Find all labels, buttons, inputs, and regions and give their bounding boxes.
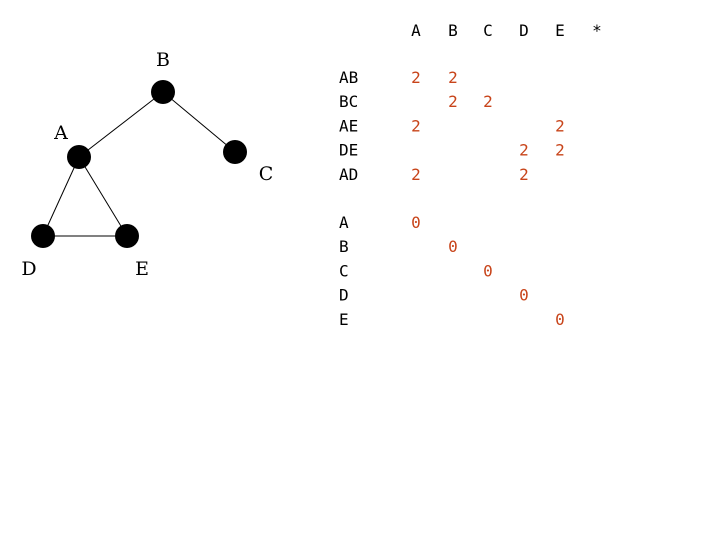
edge-ba: [78, 91, 164, 158]
node-label-c: C: [259, 163, 274, 185]
cell-de-d: 2: [519, 141, 529, 160]
node-e: [115, 224, 139, 248]
cell-a-a: 0: [411, 213, 421, 232]
node-a: [67, 145, 91, 169]
cell-bc-c: 2: [483, 92, 493, 111]
cell-ae-e: 2: [555, 116, 565, 135]
edge-ae: [78, 156, 128, 237]
column-header-star: *: [592, 21, 602, 40]
cell-ab-a: 2: [411, 68, 421, 87]
column-header-c: C: [483, 21, 493, 40]
row-label-ae: AE: [339, 116, 358, 135]
cell-ad-a: 2: [411, 165, 421, 184]
graph-nodes: [31, 80, 247, 248]
row-label-bc: BC: [339, 92, 358, 111]
node-b: [151, 80, 175, 104]
node-label-a: A: [53, 122, 68, 144]
node-label-e: E: [135, 258, 149, 280]
column-header-a: A: [411, 21, 421, 40]
row-label-a: A: [339, 213, 349, 232]
cell-ae-a: 2: [411, 116, 421, 135]
row-label-e: E: [339, 310, 349, 329]
edge-bc: [162, 91, 236, 153]
column-header-e: E: [555, 21, 565, 40]
cell-d-d: 0: [519, 286, 529, 305]
graph-edges: [42, 91, 236, 237]
row-label-c: C: [339, 261, 349, 280]
edge-ad: [42, 156, 80, 237]
cell-ab-b: 2: [448, 68, 458, 87]
cell-c-c: 0: [483, 261, 493, 280]
cell-de-e: 2: [555, 141, 565, 160]
row-label-ab: AB: [339, 68, 358, 87]
column-header-d: D: [519, 21, 529, 40]
graph-node-labels: B A C D E: [21, 49, 273, 280]
node-d: [31, 224, 55, 248]
row-label-b: B: [339, 237, 349, 256]
cell-ad-d: 2: [519, 165, 529, 184]
row-label-ad: AD: [339, 165, 358, 184]
cell-b-b: 0: [448, 237, 458, 256]
node-label-b: B: [156, 49, 170, 71]
row-label-de: DE: [339, 141, 358, 160]
cell-bc-b: 2: [448, 92, 458, 111]
column-header-b: B: [448, 21, 458, 40]
cell-e-e: 0: [555, 310, 565, 329]
node-label-d: D: [21, 258, 36, 280]
row-label-d: D: [339, 286, 349, 305]
node-c: [223, 140, 247, 164]
